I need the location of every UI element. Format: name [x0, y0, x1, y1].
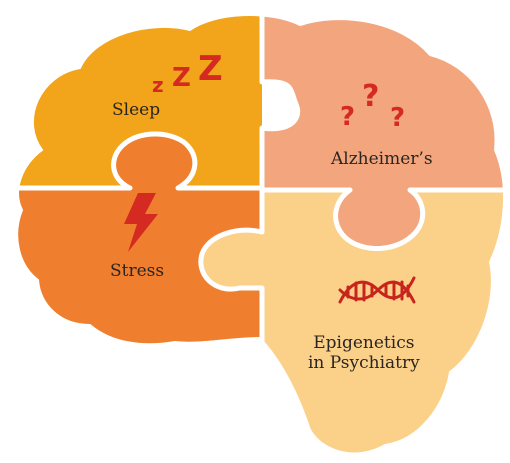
- question-mark-3: ?: [390, 103, 405, 133]
- question-mark-2: ?: [362, 79, 379, 114]
- question-mark-1: ?: [340, 102, 355, 132]
- epigenetics-label: Epigenetics in Psychiatry: [308, 334, 420, 373]
- zzz-large: Z: [198, 49, 223, 89]
- alzheimers-label: Alzheimer’s: [331, 150, 433, 170]
- epigenetics-label-line2: in Psychiatry: [308, 354, 420, 374]
- stress-label: Stress: [110, 262, 164, 282]
- epigenetics-label-line1: Epigenetics: [308, 334, 420, 354]
- zzz-medium: Z: [172, 63, 191, 93]
- zzz-small: z: [152, 73, 164, 97]
- sleep-label: Sleep: [112, 101, 160, 121]
